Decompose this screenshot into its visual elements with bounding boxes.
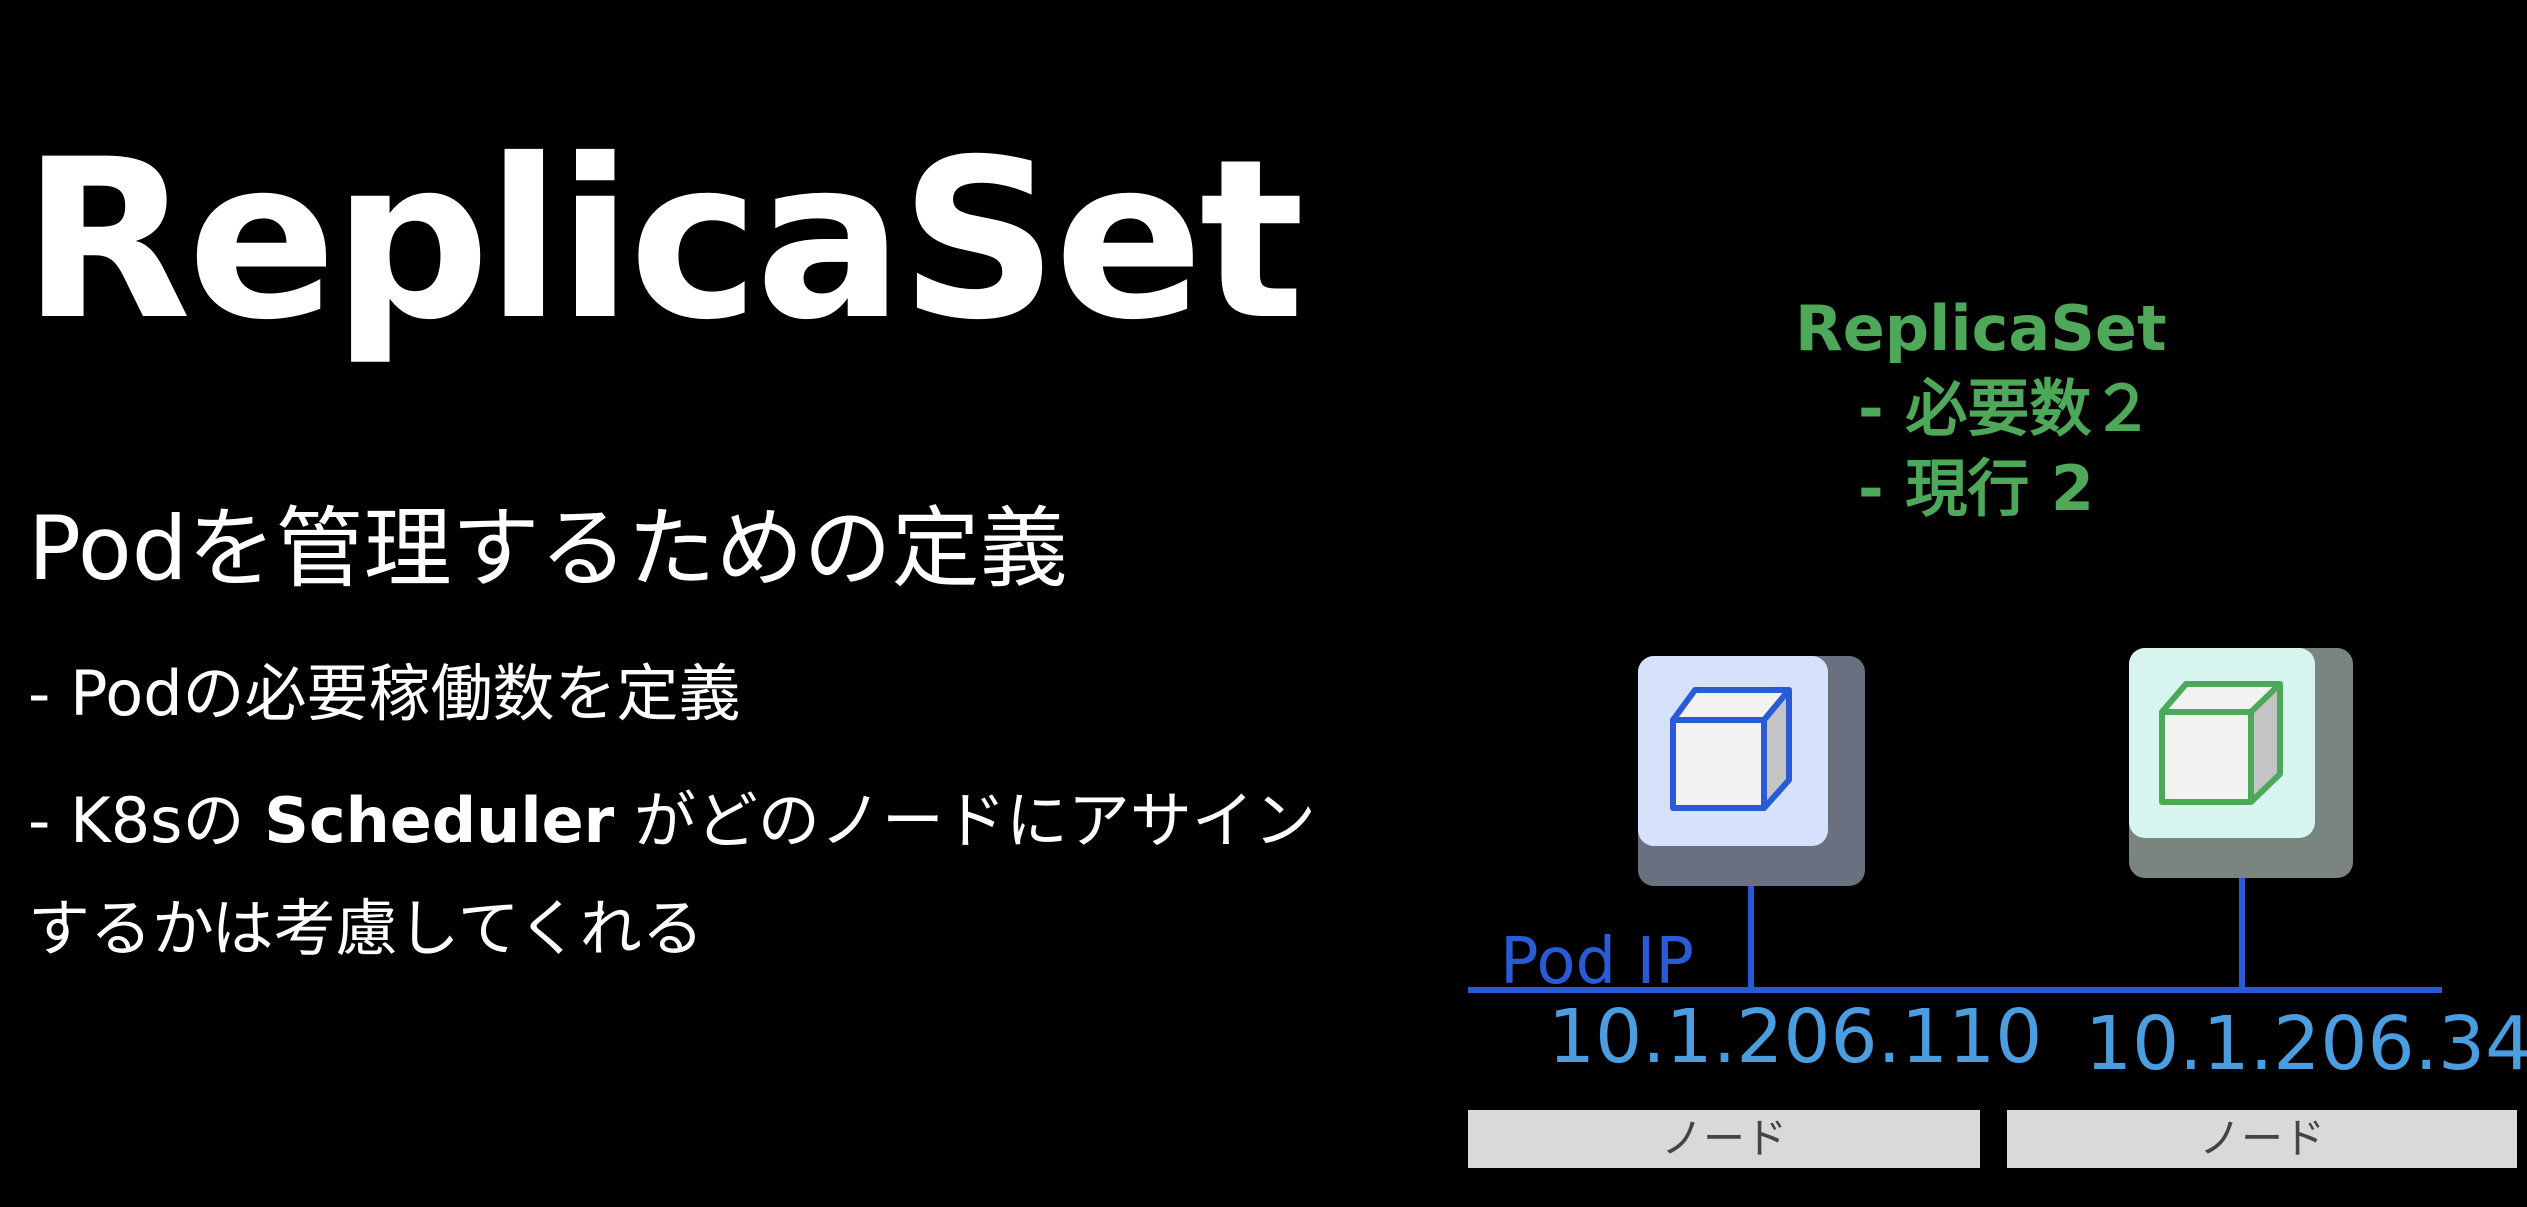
bullet-scheduler-suffix: がどのノードにアサイン	[614, 784, 1316, 857]
desired-count-label: - 必要数２	[1858, 372, 2154, 445]
pod-ip-label: Pod IP	[1500, 925, 1694, 999]
node-box-2: ノード	[2007, 1110, 2517, 1168]
pod2-ip: 10.1.206.34	[2085, 1001, 2527, 1087]
cube-icon-blue	[1670, 687, 1792, 811]
slide-title: ReplicaSet	[22, 112, 1305, 368]
current-count-label: - 現行 2	[1858, 452, 2095, 525]
bullet-scheduler-continuation: するかは考慮してくれる	[28, 892, 704, 965]
replicaset-label: ReplicaSet	[1795, 292, 2167, 365]
node-box-1: ノード	[1468, 1110, 1980, 1168]
scheduler-term: Scheduler	[264, 784, 615, 857]
pod1-ip: 10.1.206.110	[1548, 994, 2043, 1080]
slide-subtitle: Podを管理するための定義	[28, 497, 1068, 600]
bullet-scheduler: - K8sの Scheduler がどのノードにアサイン	[28, 790, 1316, 852]
bullet-required-count: - Podの必要稼働数を定義	[28, 657, 741, 730]
cube-icon-green	[2159, 681, 2283, 805]
bullet-scheduler-prefix: - K8sの	[28, 784, 265, 857]
